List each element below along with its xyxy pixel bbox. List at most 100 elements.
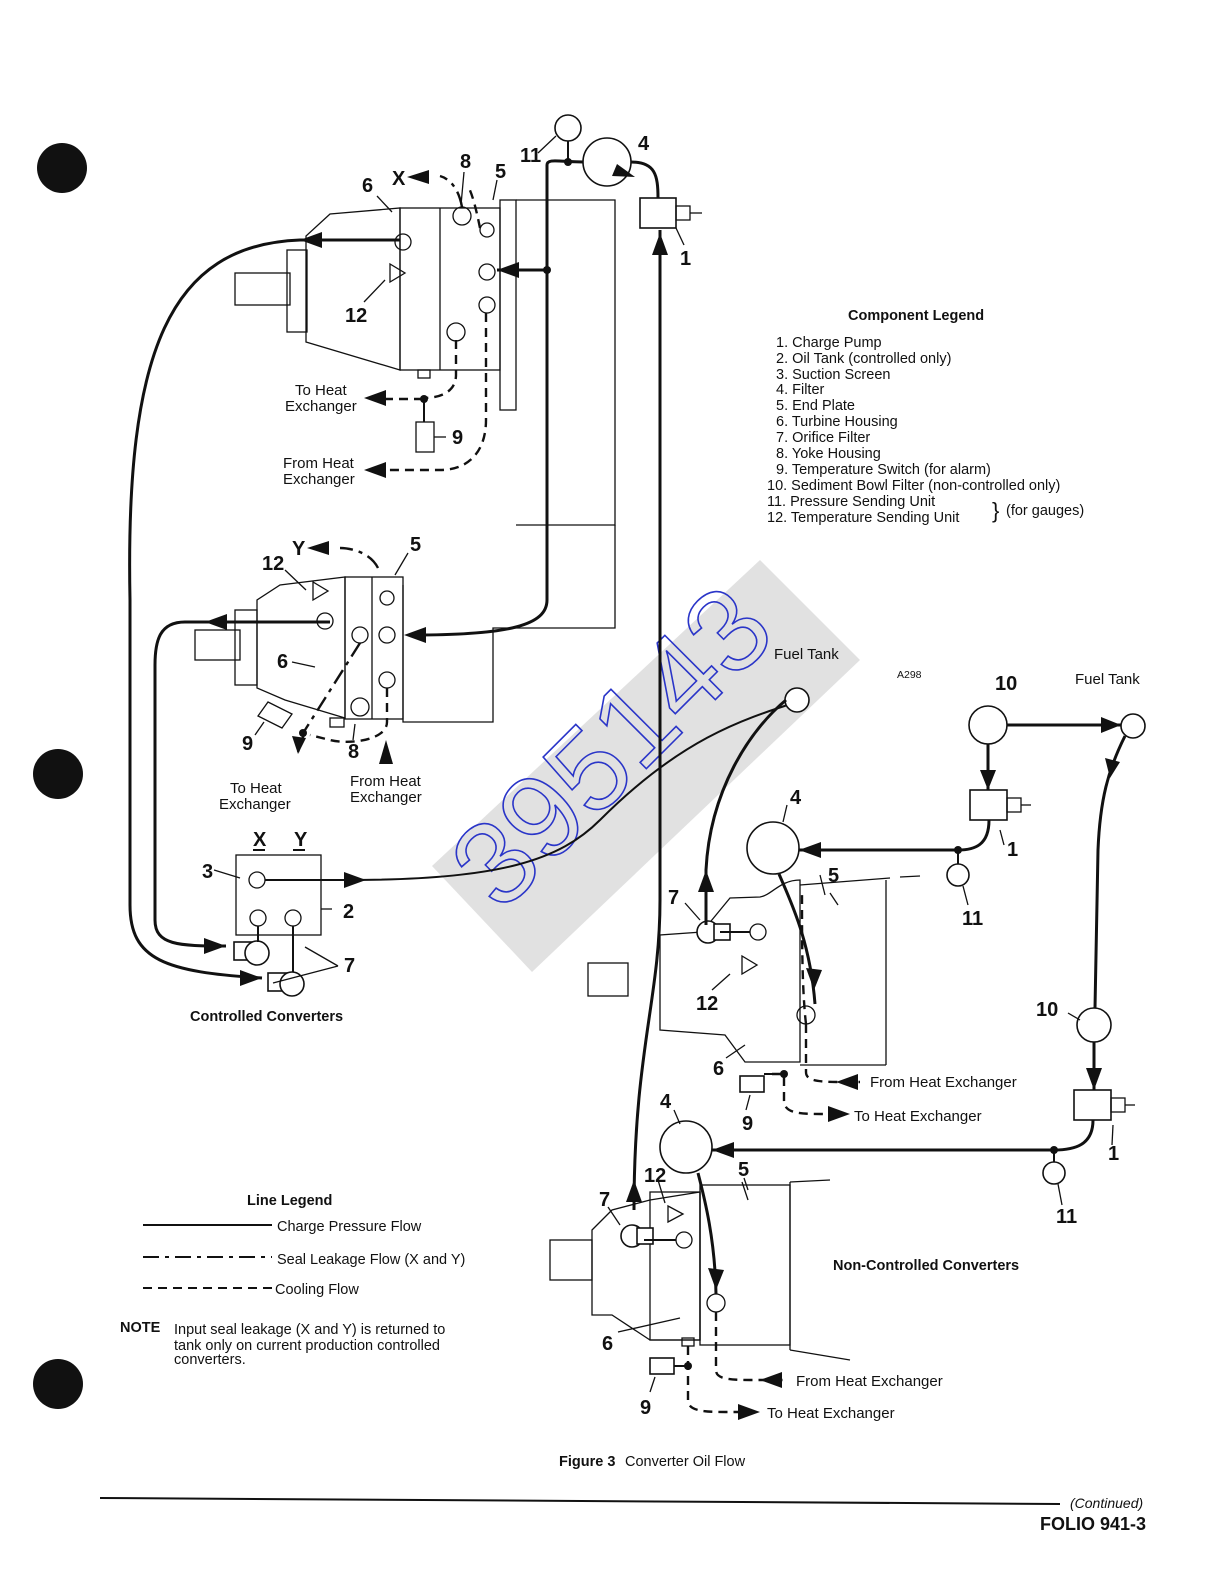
figure-caption-prefix: Figure 3 [559, 1454, 615, 1470]
figure-caption-text: Converter Oil Flow [625, 1454, 746, 1470]
leader-lines [213, 135, 1114, 1393]
callout-4: 4 [638, 133, 650, 155]
non-controlled-converter-upper [587, 874, 921, 1093]
line-legend-cooling: Cooling Flow [275, 1282, 359, 1298]
callout-12: 12 [696, 993, 718, 1015]
callout-5: 5 [738, 1159, 749, 1181]
to-heat-exchanger-lower-2: Exchanger [219, 796, 291, 813]
callout-7: 7 [599, 1189, 610, 1211]
callout-9: 9 [452, 427, 463, 449]
component-item-1: 1. Charge Pump [776, 335, 882, 351]
callout-11: 11 [1056, 1206, 1077, 1228]
oil-tank [233, 849, 322, 997]
label-y: Y [292, 538, 306, 560]
callout-1: 1 [680, 248, 691, 270]
component-item-3: 3. Suction Screen [776, 367, 890, 383]
callout-7: 7 [344, 955, 355, 977]
component-item-11: 11. Pressure Sending Unit [767, 494, 935, 510]
component-item-2: 2. Oil Tank (controlled only) [776, 351, 951, 367]
component-item-5: 5. End Plate [776, 398, 855, 414]
callout-6: 6 [277, 651, 288, 673]
component-item-8: 8. Yoke Housing [776, 446, 881, 462]
component-item-10: 10. Sediment Bowl Filter (non-controlled… [767, 478, 1060, 494]
flow-arrowheads [204, 164, 1121, 1420]
callout-9: 9 [640, 1397, 651, 1419]
callout-9: 9 [742, 1113, 753, 1135]
controlled-converter-upper [234, 199, 616, 526]
label-x: X [392, 168, 406, 190]
callout-4: 4 [790, 787, 802, 809]
fuel-tank-right: Fuel Tank [1075, 671, 1140, 688]
line-legend-title: Line Legend [247, 1193, 332, 1209]
component-item-7: 7. Orifice Filter [776, 430, 870, 446]
callout-numbers: 6 8 5 11 4 1 12 9 5 12 6 9 8 3 2 7 10 4 … [202, 133, 1119, 1419]
note-line-2: tank only on current production controll… [174, 1338, 440, 1354]
callout-12: 12 [262, 553, 284, 575]
callout-11: 11 [962, 908, 983, 930]
charge-lines-controlled [128, 158, 798, 1211]
callout-10: 10 [995, 673, 1017, 695]
note-line-1: Input seal leakage (X and Y) is returned… [174, 1322, 445, 1338]
controlled-converter-lower [194, 525, 616, 729]
callout-7: 7 [668, 887, 679, 909]
figure-caption: Figure 3 Converter Oil Flow [559, 1454, 746, 1470]
from-heat-exchanger-lower: From Heat [350, 773, 422, 790]
callout-1: 1 [1108, 1143, 1119, 1165]
from-heat-exchanger-upper-2: Exchanger [283, 471, 355, 488]
fuel-tank-left: Fuel Tank [774, 646, 839, 663]
component-legend-title: Component Legend [848, 308, 984, 324]
controlled-converters-label: Controlled Converters [190, 1009, 343, 1025]
to-heat-exchanger-nc-upper: To Heat Exchanger [854, 1108, 982, 1125]
line-legend: Line Legend Charge Pressure Flow Seal Le… [143, 1193, 465, 1298]
callout-1: 1 [1007, 839, 1018, 861]
callout-5: 5 [410, 534, 421, 556]
cooling-lines-non-controlled [674, 894, 860, 1414]
binder-hole-top [37, 143, 87, 193]
gauges-note: (for gauges) [1006, 503, 1084, 519]
callout-3: 3 [202, 861, 213, 883]
callout-10: 10 [1036, 999, 1058, 1021]
callout-8: 8 [348, 741, 359, 763]
component-item-4: 4. Filter [776, 382, 825, 398]
binder-hole-bottom [33, 1359, 83, 1409]
flow-labels: X Y X Y To Heat Exchanger From Heat Exch… [190, 168, 1140, 1422]
page-footer: (Continued) FOLIO 941-3 [99, 1495, 1146, 1534]
label-x-tank: X [253, 829, 267, 851]
callout-6: 6 [602, 1333, 613, 1355]
callout-9: 9 [242, 733, 253, 755]
component-item-6: 6. Turbine Housing [776, 414, 898, 430]
component-item-9: 9. Temperature Switch (for alarm) [776, 462, 991, 478]
non-controlled-converter-lower [549, 1179, 851, 1375]
callout-6: 6 [713, 1058, 724, 1080]
callout-4: 4 [660, 1091, 672, 1113]
to-heat-exchanger-upper-2: Exchanger [285, 398, 357, 415]
component-legend: Component Legend 1. Charge Pump 2. Oil T… [767, 308, 1084, 526]
from-heat-exchanger-lower-2: Exchanger [350, 789, 422, 806]
binder-hole-middle [33, 749, 83, 799]
non-controlled-pump-groups [659, 687, 1146, 1185]
to-heat-exchanger-upper: To Heat [295, 382, 348, 399]
continued-label: (Continued) [1070, 1495, 1143, 1511]
non-controlled-converters-label: Non-Controlled Converters [833, 1258, 1019, 1274]
component-item-12: 12. Temperature Sending Unit [767, 510, 959, 526]
callout-5: 5 [828, 865, 839, 887]
note-label: NOTE [120, 1320, 161, 1336]
callout-12: 12 [345, 305, 367, 327]
from-heat-exchanger-upper: From Heat [283, 455, 355, 472]
callout-2: 2 [343, 901, 354, 923]
line-legend-charge: Charge Pressure Flow [277, 1219, 422, 1235]
callout-5: 5 [495, 161, 506, 183]
to-heat-exchanger-lower: To Heat [230, 780, 283, 797]
callout-6: 6 [362, 175, 373, 197]
top-pump-group [554, 114, 702, 229]
drawing-code: A298 [897, 669, 922, 681]
line-legend-seal: Seal Leakage Flow (X and Y) [277, 1252, 465, 1268]
callout-8: 8 [460, 151, 471, 173]
note-line-3: converters. [174, 1352, 246, 1368]
from-heat-exchanger-nc-upper: From Heat Exchanger [870, 1074, 1017, 1091]
folio-label: FOLIO 941-3 [1040, 1514, 1146, 1534]
callout-11: 11 [520, 145, 541, 167]
to-heat-exchanger-nc-lower: To Heat Exchanger [767, 1405, 895, 1422]
note-block: NOTE Input seal leakage (X and Y) is ret… [120, 1320, 445, 1368]
